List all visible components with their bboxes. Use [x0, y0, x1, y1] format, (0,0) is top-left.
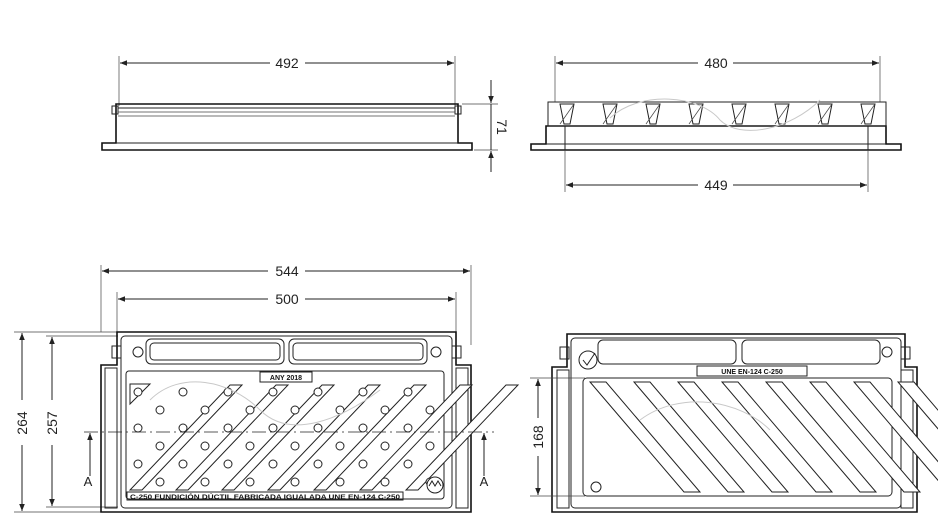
bottom-rib: [896, 381, 938, 430]
grate-hole: [245, 405, 255, 415]
grate-slot: [266, 384, 382, 491]
dim-71-label: 71: [494, 119, 510, 135]
grate-tooth: [688, 103, 704, 125]
bottom-rib: [632, 381, 746, 493]
grate-tooth: [860, 103, 876, 125]
bottom-rib: [764, 381, 878, 493]
bottom-rib: [852, 381, 938, 482]
bottom-marking: C-250 FUNDICIÓN DÚCTIL FABRICADA IGUALAD…: [130, 493, 401, 501]
grate-hole: [133, 423, 143, 433]
grate-hole: [358, 423, 368, 433]
grate-hole: [313, 423, 323, 433]
grate-tooth-hatch: [731, 103, 747, 125]
grate-hole: [200, 477, 210, 487]
grate-slot: [174, 384, 290, 491]
grate-hole: [380, 477, 390, 487]
grate-hole: [133, 387, 143, 397]
section-mark-left: A: [84, 474, 93, 489]
grate-hole: [268, 387, 278, 397]
dim-492-label: 492: [275, 55, 299, 71]
grate-hole: [358, 387, 368, 397]
certification-logo-icon: [578, 350, 598, 370]
grate-tooth-hatch: [602, 103, 618, 125]
watermark: [149, 98, 821, 431]
grate-slot: [358, 384, 474, 491]
dim-257-label: 257: [44, 411, 60, 435]
grate-slot: [404, 384, 520, 491]
bottom-rib: [676, 381, 790, 493]
dim-449-label: 449: [704, 177, 728, 193]
grate-tooth: [559, 103, 575, 125]
certification-logo-icon: [426, 476, 444, 494]
grate-tooth: [645, 103, 661, 125]
dim-544-label: 544: [275, 263, 299, 279]
grate-hole: [313, 387, 323, 397]
front-elevation-view: 480 449: [530, 55, 902, 193]
section-mark-right: A: [480, 474, 489, 489]
grate-hole: [425, 405, 435, 415]
grate-tooth: [817, 103, 833, 125]
grate-hole: [155, 405, 165, 415]
grate-slot: [128, 384, 244, 491]
grate-hole: [155, 477, 165, 487]
grate-hole: [290, 441, 300, 451]
grate-tooth: [731, 103, 747, 125]
dim-264-label: 264: [14, 411, 30, 435]
grate-hole: [313, 459, 323, 469]
grate-hole: [335, 477, 345, 487]
grate-hole: [178, 459, 188, 469]
dim-500-label: 500: [275, 291, 299, 307]
grate-hole: [403, 423, 413, 433]
grate-hole: [290, 405, 300, 415]
bottom-rib: [720, 381, 834, 493]
grate-hole: [290, 477, 300, 487]
grate-hole: [380, 405, 390, 415]
grate-hole: [425, 441, 435, 451]
grate-hole: [403, 387, 413, 397]
grate-slot: [220, 384, 336, 491]
grate-hole: [223, 423, 233, 433]
grate-tooth-hatch: [817, 103, 833, 125]
grate-tooth-hatch: [688, 103, 704, 125]
dim-168-label: 168: [530, 425, 546, 449]
grate-hole: [335, 441, 345, 451]
grate-hole: [268, 423, 278, 433]
bottom-view: UNE EN-124 C-250 168: [530, 333, 938, 513]
bottom-rib: [588, 381, 702, 493]
grate-hole: [268, 459, 278, 469]
grate-hole: [245, 441, 255, 451]
grate-hole: [380, 441, 390, 451]
grate-tooth-hatch: [645, 103, 661, 125]
grate-hole: [178, 423, 188, 433]
grate-tooth: [602, 103, 618, 125]
dim-480-label: 480: [704, 55, 728, 71]
side-elevation-view: 492 71: [101, 55, 510, 172]
grate-hole: [200, 441, 210, 451]
grate-hole: [403, 459, 413, 469]
grate-tooth-hatch: [774, 103, 790, 125]
grate-hole: [178, 387, 188, 397]
grate-hole: [223, 459, 233, 469]
grate-slot: [312, 384, 428, 491]
grate-tooth-hatch: [860, 103, 876, 125]
bottom-rib: [808, 381, 922, 493]
plan-view: 544 500 264 257 ANY 2018: [14, 263, 520, 513]
grate-hole: [358, 459, 368, 469]
grate-hole: [133, 459, 143, 469]
grate-tooth: [774, 103, 790, 125]
grate-hole: [200, 405, 210, 415]
standard-plate: UNE EN-124 C-250: [721, 369, 783, 376]
year-plate: ANY 2018: [270, 375, 302, 382]
grate-hole: [155, 441, 165, 451]
grate-hole: [245, 477, 255, 487]
grate-tooth-hatch: [559, 103, 575, 125]
